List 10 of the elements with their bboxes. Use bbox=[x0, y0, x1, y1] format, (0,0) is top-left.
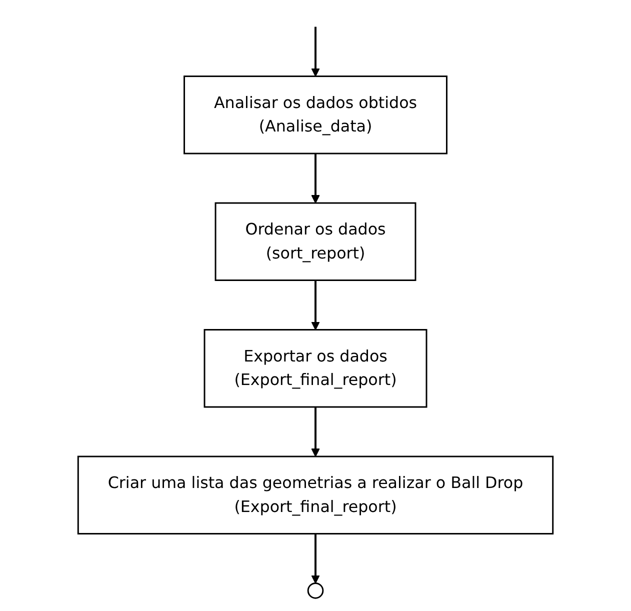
node-box: Exportar os dados (Export_final_report) bbox=[204, 329, 428, 408]
node-box: Criar uma lista das geometrias a realizar o Ball Drop (Export_final_report) bbox=[77, 456, 554, 534]
node-box: Ordenar os dados (sort_report) bbox=[214, 202, 416, 281]
arrow bbox=[311, 26, 320, 77]
arrow bbox=[311, 534, 320, 584]
arrow bbox=[311, 280, 320, 330]
node-box: Analisar os dados obtidos (Analise_data) bbox=[184, 76, 448, 154]
node-circle bbox=[307, 582, 324, 599]
arrow bbox=[311, 406, 320, 457]
arrow bbox=[311, 154, 320, 204]
